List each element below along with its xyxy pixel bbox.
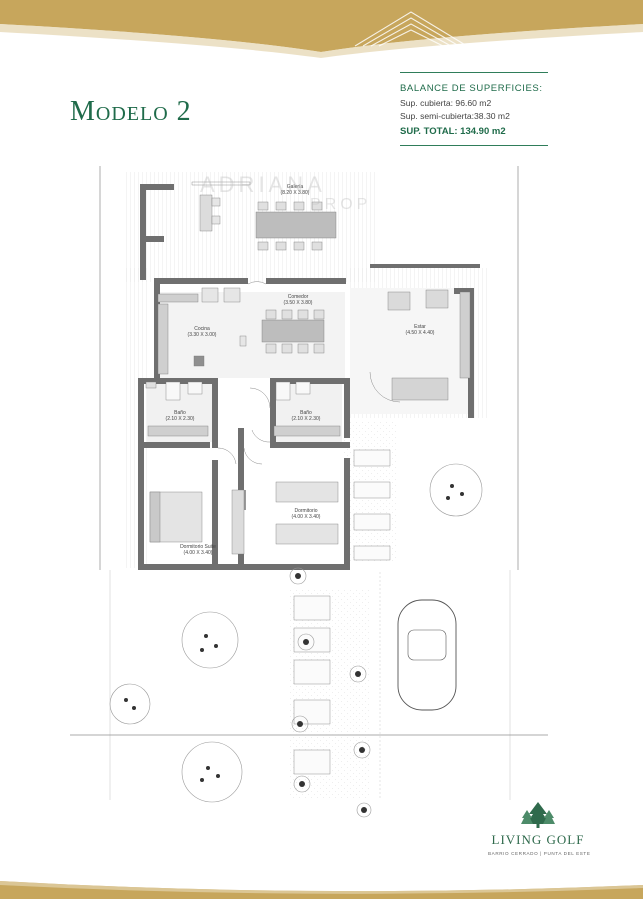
floor-plan: Galería (8.20 X 3.80) Comedor (3.50 X 3.… — [70, 160, 550, 820]
room-label-dormitorio: Dormitorio — [294, 508, 317, 514]
room-label-galeria: Galería — [287, 184, 304, 190]
surface-balance: BALANCE DE SUPERFICIES: Sup. cubierta: 9… — [400, 72, 548, 146]
room-label-suite: Dormitorio Suite — [180, 544, 216, 550]
room-label-estar: Estar — [414, 324, 426, 330]
room-label-bano-2: Baño — [300, 410, 312, 416]
room-dims-galeria: (8.20 X 3.80) — [281, 190, 310, 196]
balance-top-rule — [400, 72, 548, 73]
room-label-cocina: Cocina — [194, 326, 210, 332]
watermark-line-2: PROP — [310, 196, 372, 213]
watermark-line-1: ADRIANA — [200, 172, 326, 197]
top-gold-band — [0, 0, 643, 70]
pine-tree-icon — [521, 802, 555, 828]
living-golf-logo: LIVING GOLF BARRIO CERRADO | PUNTA DEL E… — [488, 800, 591, 856]
room-dims-suite: (4.00 X 3.40) — [184, 550, 213, 556]
semi-covered-surface: Sup. semi-cubierta:38.30 m2 — [400, 111, 510, 121]
room-label-comedor: Comedor — [288, 294, 309, 300]
room-dims-estar: (4.50 X 4.40) — [406, 330, 435, 336]
room-dims-dormitorio: (4.00 X 3.40) — [292, 514, 321, 520]
brand-subtitle: BARRIO CERRADO | PUNTA DEL ESTE — [488, 851, 591, 856]
covered-surface: Sup. cubierta: 96.60 m2 — [400, 98, 492, 108]
agency-watermark: ADRIANA PROP — [200, 172, 420, 214]
balance-bottom-rule — [400, 145, 548, 146]
brand-name: LIVING GOLF — [491, 832, 585, 847]
model-title: Modelo 2 — [70, 96, 192, 127]
room-dims-cocina: (3.30 X 3.00) — [188, 332, 217, 338]
room-dims-bano-2: (2.10 X 2.30) — [292, 416, 321, 422]
bottom-gold-band — [0, 879, 643, 899]
total-surface: SUP. TOTAL: 134.90 m2 — [400, 126, 506, 137]
room-dims-comedor: (3.50 X 3.80) — [284, 300, 313, 306]
room-dims-bano-1: (2.10 X 2.30) — [166, 416, 195, 422]
room-label-bano-1: Baño — [174, 410, 186, 416]
balance-heading: BALANCE DE SUPERFICIES: — [400, 83, 543, 94]
